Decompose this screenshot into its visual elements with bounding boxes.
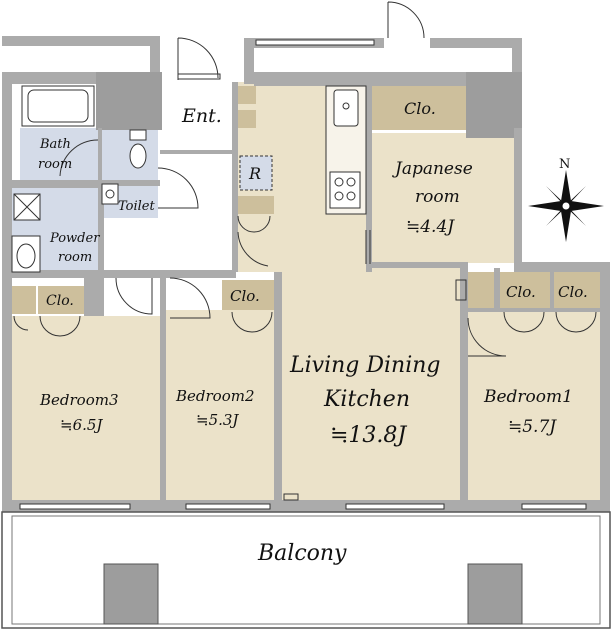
bath-floor (20, 128, 98, 180)
kitchen-sink (333, 89, 359, 127)
toilet-tank (129, 129, 147, 141)
balcony-pillar-right (467, 563, 523, 625)
balcony-label: Balcony (257, 541, 347, 566)
closets (12, 86, 604, 314)
shoe-closet-b (238, 110, 256, 128)
fixtures (11, 85, 467, 501)
shoe-closet (238, 86, 256, 104)
walls (2, 36, 610, 512)
bedroom1-label: Bedroom1 (483, 387, 573, 407)
bath-label-line1: Bath (39, 137, 71, 152)
windows (19, 39, 587, 510)
closet-bedroom1-a (500, 272, 550, 308)
bedroom2-area: ≒5.3J (196, 411, 239, 429)
bedroom3-label: Bedroom3 (39, 391, 119, 409)
bathtub-inner (27, 89, 89, 123)
bath-label-line2: room (38, 157, 72, 172)
bedroom2-floor (166, 310, 274, 500)
balcony-pillar-left (103, 563, 159, 625)
closet-japanese (372, 86, 466, 130)
powder-label-line1: Powder (49, 231, 100, 246)
closet-label-japanese: Clo. (404, 99, 436, 118)
toilet-bowl (129, 143, 147, 169)
closet-label-bedroom1-b: Clo. (558, 283, 588, 301)
refrigerator-label: R (248, 164, 261, 183)
floors (10, 82, 608, 500)
labels: Ent. Bath room Toilet Powder room R Japa… (38, 99, 588, 566)
closet-bedroom1-b (554, 272, 604, 308)
refrigerator-space (239, 155, 273, 191)
bedroom2-label: Bedroom2 (175, 387, 255, 405)
toilet-label: Toilet (118, 199, 155, 214)
compass-icon: N (528, 157, 604, 242)
toilet-sink (101, 183, 119, 205)
japanese-room-floor (372, 133, 514, 263)
ldk-floor (236, 266, 460, 500)
bathtub (21, 85, 95, 127)
closet-label-bedroom3: Clo. (46, 293, 74, 309)
closet-bedroom3-a (12, 286, 36, 314)
ldk-label-line1: Living Dining (289, 353, 441, 378)
closet-label-bedroom2: Clo. (230, 287, 260, 305)
entrance-label: Ent. (181, 105, 222, 127)
balcony (1, 511, 611, 629)
bedroom1-floor (466, 312, 608, 500)
powder-label-line2: room (58, 250, 92, 265)
ldk-area: ≒13.8J (330, 423, 407, 448)
japanese-label-line1: Japanese (392, 159, 473, 179)
closet-bedroom2 (222, 280, 274, 310)
compass-north-label: N (559, 157, 570, 172)
kitchen-stove (329, 171, 361, 209)
doors (13, 1, 597, 357)
powder-sink (11, 235, 41, 273)
japanese-area: ≒4.4J (406, 217, 455, 237)
bedroom3-area: ≒6.5J (60, 416, 103, 434)
bedroom3-floor (12, 316, 160, 500)
japanese-label-line2: room (415, 187, 460, 207)
closet-ldk (468, 272, 494, 308)
ldk-label-line2: Kitchen (323, 387, 410, 412)
closet-label-bedroom1-a: Clo. (506, 283, 536, 301)
bedroom1-area: ≒5.7J (508, 417, 557, 437)
closet-hall-a (238, 196, 274, 214)
closet-bedroom3-b (38, 286, 86, 314)
